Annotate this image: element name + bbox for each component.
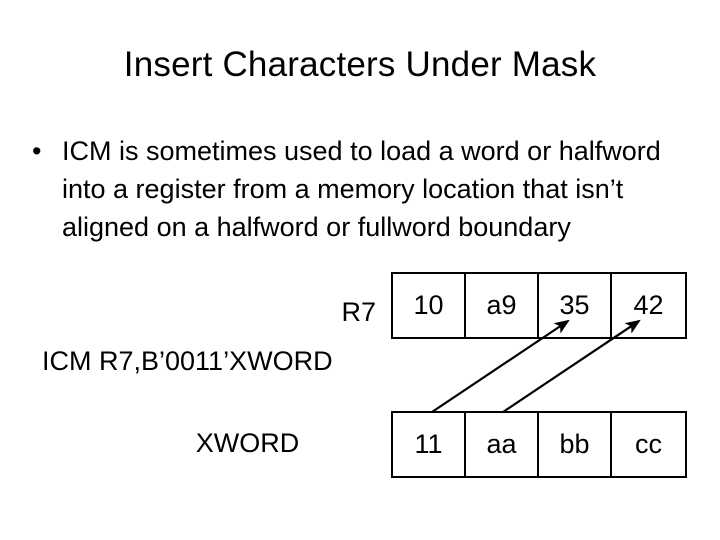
register-label-r7: R7 [341, 297, 376, 327]
memory-label-xword: XWORD [195, 428, 300, 458]
register-byte-cell-3: 42 [633, 290, 664, 320]
bullet-list: • ICM is sometimes used to load a word o… [32, 132, 672, 246]
bullet-point-icon: • [32, 136, 42, 166]
memory-byte-cell-1: aa [466, 413, 539, 476]
register-byte-cell-1: a9 [466, 274, 539, 337]
memory-byte-table: 11 aa bb cc [391, 411, 687, 478]
memory-byte-cell-3: cc [634, 429, 662, 459]
icm-instruction-text: ICM R7,B’0011’XWORD [42, 346, 333, 376]
bullet-item-label: ICM is sometimes used to load a word or … [62, 136, 661, 242]
list-item: • ICM is sometimes used to load a word o… [32, 132, 672, 246]
register-byte-cell-0: 10 [393, 274, 466, 337]
page-title: Insert Characters Under Mask [123, 45, 597, 84]
memory-byte-cell-2: bb [539, 413, 612, 476]
register-byte-cell-2: 35 [539, 274, 612, 337]
memory-byte-cell-0: 11 [393, 413, 466, 476]
register-byte-table: 10 a9 35 42 [391, 272, 687, 339]
